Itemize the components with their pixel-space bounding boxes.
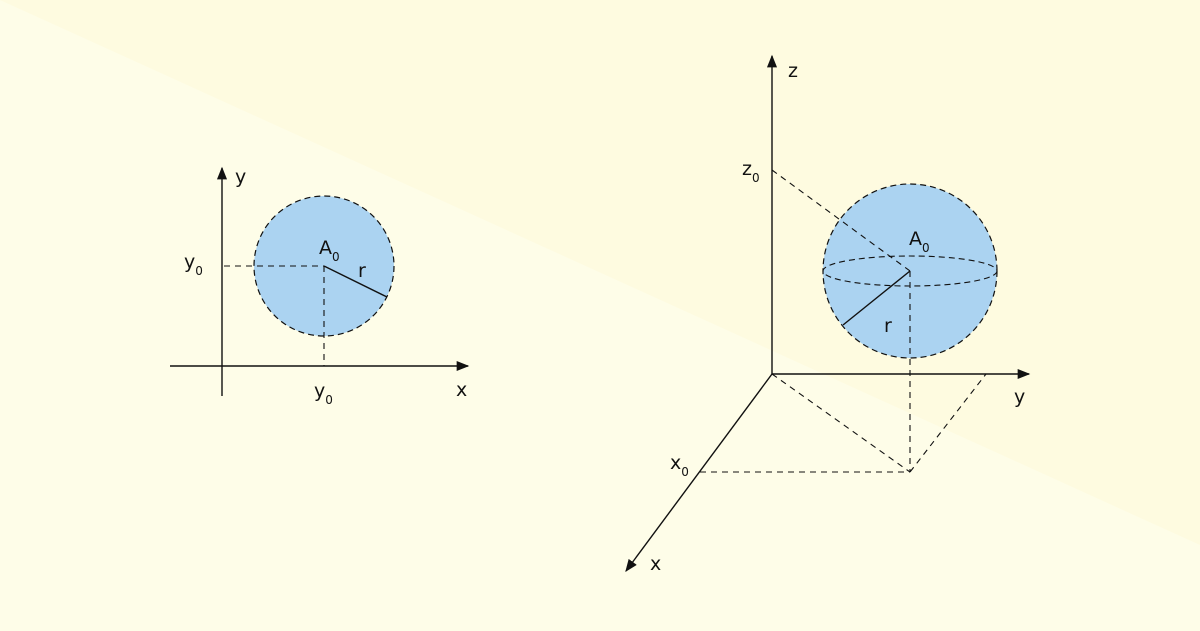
- center-label-3d: A0: [909, 228, 930, 255]
- x-axis-label-2d: x: [456, 379, 467, 401]
- radius-line-3d: [842, 270, 911, 326]
- y-axis-label-3d: y: [1014, 386, 1025, 408]
- radius-line-2d: [323, 265, 388, 298]
- circle-2d-outline: [253, 195, 395, 337]
- circle-diagram-2d: y x y0 y0 A0 r: [170, 166, 470, 407]
- sphere-diagram-3d: z y x z0 x0 A0 r: [625, 54, 1031, 575]
- radius-label-3d: r: [884, 315, 892, 337]
- y-axis-label-2d: y: [235, 166, 246, 188]
- y0-guide-3d: [909, 373, 987, 473]
- z0-tick-label-3d: z0: [742, 158, 760, 185]
- y0-tick-label-2d: y0: [184, 251, 203, 278]
- x0-tick-label-3d: x0: [670, 452, 689, 479]
- background-band: [0, 0, 1200, 545]
- x0-tick-label-2d: y0: [314, 380, 333, 407]
- z-axis-label-3d: z: [788, 60, 798, 82]
- x-axis-label-3d: x: [650, 553, 661, 575]
- radius-label-2d: r: [358, 260, 366, 282]
- center-label-2d: A0: [319, 237, 340, 264]
- x-axis-3d: [625, 373, 773, 573]
